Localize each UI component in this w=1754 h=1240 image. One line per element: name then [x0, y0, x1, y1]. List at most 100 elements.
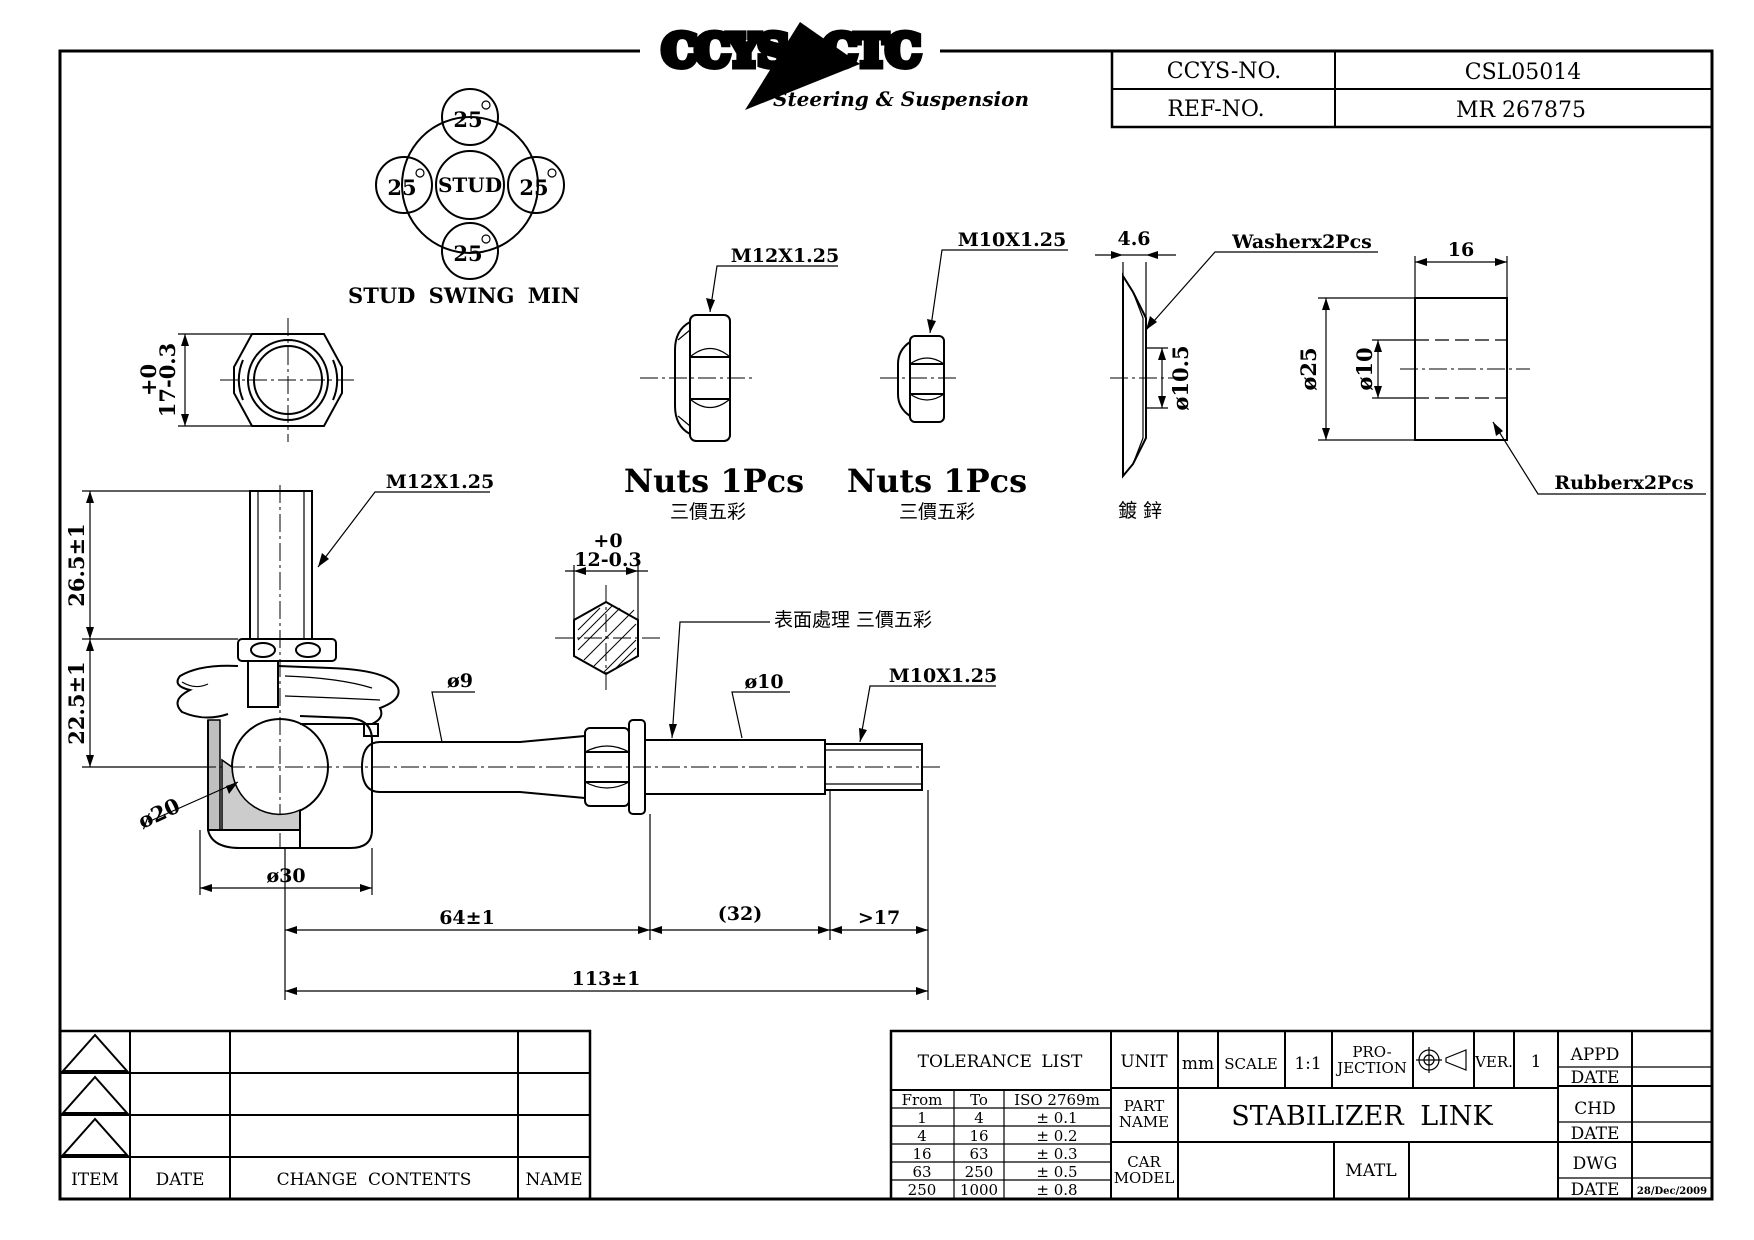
- washer-thickness: 4.6: [1117, 228, 1150, 250]
- ccys-no-label: CCYS-NO.: [1167, 59, 1282, 84]
- tolerance-title: TOLERANCE LIST: [918, 1052, 1083, 1072]
- part-name-label-1: PART: [1124, 1097, 1165, 1115]
- link-stud-length: 26.5±1: [64, 523, 89, 606]
- revision-block: ITEM DATE CHANGE CONTENTS NAME: [58, 1029, 592, 1201]
- projection-label-2: JECTION: [1335, 1059, 1407, 1077]
- dwg-label: DWG: [1573, 1154, 1618, 1174]
- ccys-no-value: CSL05014: [1465, 60, 1582, 85]
- nut1-finish: 三價五彩: [670, 501, 746, 523]
- tolerance-cell: 63: [969, 1145, 988, 1163]
- link-hex-tolerance: +0: [593, 530, 622, 552]
- tolerance-header: To: [970, 1091, 988, 1109]
- swing-angle-bottom: 25: [453, 241, 482, 266]
- rev-header-change: CHANGE CONTENTS: [277, 1170, 472, 1190]
- scale-value: 1:1: [1294, 1054, 1321, 1074]
- appd-date-label: DATE: [1571, 1068, 1620, 1088]
- tolerance-cell: ± 0.3: [1036, 1145, 1077, 1163]
- tolerance-cell: 250: [908, 1181, 937, 1199]
- unit-value: mm: [1182, 1054, 1214, 1074]
- hex-end-view: +0 17-0.3: [136, 318, 355, 442]
- unit-label: UNIT: [1120, 1052, 1168, 1072]
- projection-label-1: PRO-: [1352, 1043, 1391, 1061]
- nut2-label: Nuts 1Pcs: [847, 462, 1027, 500]
- dwg-date-label: DATE: [1571, 1180, 1620, 1200]
- brand-right: CTC: [822, 26, 919, 77]
- rev-header-name: NAME: [526, 1170, 583, 1190]
- link-boot-height: 22.5±1: [64, 661, 89, 744]
- projection-symbol: [1416, 1047, 1467, 1073]
- rubber-callout: Rubberx2Pcs: [1554, 472, 1693, 494]
- tolerance-cell: ± 0.2: [1036, 1127, 1077, 1145]
- swing-angle-top: 25: [453, 107, 482, 132]
- washer-drawing: 4.6 Washerx2Pcs ø10.5 鍍 鋅: [1095, 228, 1378, 522]
- link-surface-note: 表面處理 三價五彩: [774, 609, 932, 631]
- rubber-inner-dia: ø10: [1352, 347, 1377, 390]
- link-dim-64: 64±1: [439, 907, 495, 929]
- matl-label: MATL: [1345, 1161, 1396, 1181]
- nut-m10-drawing: M10X1.25 Nuts 1Pcs 三價五彩: [847, 229, 1068, 523]
- nut-m12-drawing: M12X1.25 Nuts 1Pcs 三價五彩: [624, 245, 839, 523]
- tolerance-cell: ± 0.1: [1036, 1109, 1077, 1127]
- car-model-label-1: CAR: [1127, 1153, 1161, 1171]
- tolerance-header: ISO 2769m: [1014, 1091, 1100, 1109]
- rubber-outer-dia: ø25: [1296, 347, 1321, 390]
- link-dim-32: (32): [718, 903, 762, 925]
- swing-angle-right: 25: [519, 175, 548, 200]
- nut1-label: Nuts 1Pcs: [624, 462, 804, 500]
- ref-no-value: MR 267875: [1456, 98, 1586, 123]
- link-end-thread: M10X1.25: [889, 665, 998, 687]
- rubber-width: 16: [1448, 239, 1474, 261]
- brand-left: CCYS: [662, 26, 787, 77]
- ver-label: VER.: [1474, 1053, 1513, 1071]
- hex-tolerance: +0: [136, 364, 161, 396]
- chd-date-label: DATE: [1571, 1124, 1620, 1144]
- link-ball-dia: ø20: [134, 793, 184, 834]
- stud-swing-diagram: STUD 25 25 25 25 STUD SWING MIN: [348, 88, 580, 308]
- rubber-bushing-drawing: 16 ø25 ø10 Rubberx2Pcs: [1296, 239, 1706, 495]
- ref-no-label: REF-NO.: [1167, 97, 1264, 122]
- rev-header-date: DATE: [156, 1170, 205, 1190]
- link-housing-dia: ø30: [266, 865, 305, 887]
- swing-caption: STUD SWING MIN: [348, 283, 580, 308]
- brand-tagline: Steering & Suspension: [773, 87, 1029, 111]
- link-dim-17: >17: [858, 907, 900, 929]
- part-name-label-2: NAME: [1119, 1113, 1169, 1131]
- tolerance-cell: ± 0.8: [1036, 1181, 1077, 1199]
- link-hex-size: 12-0.3: [574, 549, 641, 571]
- stabilizer-link-drawing: +0 12-0.3 M12X1.25 ø9 表面處理 三價五彩 ø10 M10X…: [64, 471, 997, 1000]
- link-stud-thread: M12X1.25: [386, 471, 495, 493]
- part-name: STABILIZER LINK: [1231, 1101, 1493, 1132]
- scale-label: SCALE: [1224, 1055, 1278, 1073]
- tolerance-cell: 4: [917, 1127, 927, 1145]
- swing-angle-left: 25: [387, 175, 416, 200]
- car-model-label-2: MODEL: [1114, 1169, 1175, 1187]
- nut2-thread: M10X1.25: [958, 229, 1067, 251]
- tolerance-cell: 16: [969, 1127, 988, 1145]
- tolerance-header: From: [902, 1091, 943, 1109]
- brand-logo: CCYS CTC Steering & Suspension: [640, 22, 1029, 118]
- link-shaft-dia: ø9: [447, 670, 473, 692]
- tolerance-cell: 4: [974, 1109, 984, 1127]
- tolerance-cell: 1000: [960, 1181, 998, 1199]
- hex-across-flats: 17-0.3: [155, 343, 180, 417]
- dwg-date-value: 28/Dec/2009: [1637, 1186, 1707, 1197]
- tolerance-cell: 16: [912, 1145, 931, 1163]
- link-rod-dia: ø10: [744, 671, 783, 693]
- chd-label: CHD: [1574, 1099, 1615, 1119]
- nut1-thread: M12X1.25: [731, 245, 840, 267]
- swing-center-label: STUD: [438, 173, 502, 197]
- link-dim-113: 113±1: [572, 968, 641, 990]
- washer-callout: Washerx2Pcs: [1231, 231, 1372, 253]
- tolerance-cell: 250: [965, 1163, 994, 1181]
- washer-bore: ø10.5: [1168, 345, 1193, 410]
- washer-finish: 鍍 鋅: [1118, 500, 1162, 522]
- tolerance-cell: 1: [917, 1109, 927, 1127]
- nut2-finish: 三價五彩: [899, 501, 975, 523]
- tolerance-cell: 63: [912, 1163, 931, 1181]
- hex-section-hatch: [577, 605, 637, 673]
- rev-header-item: ITEM: [71, 1170, 119, 1190]
- tolerance-cell: ± 0.5: [1036, 1163, 1077, 1181]
